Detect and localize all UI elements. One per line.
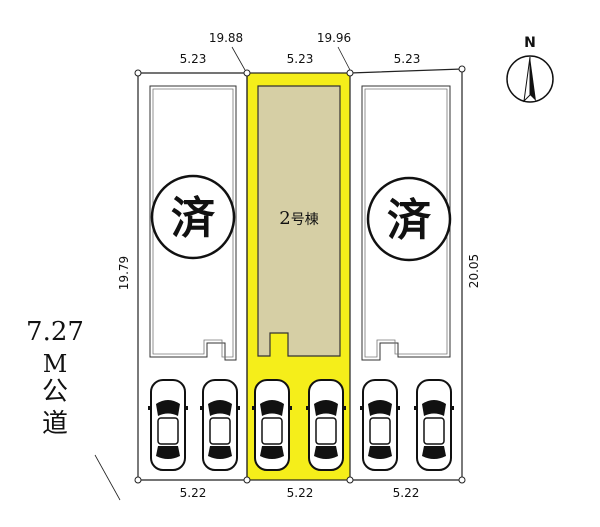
svg-text:M: M [43,350,68,378]
svg-text:7.27: 7.27 [26,317,84,347]
parked-car [414,379,454,471]
lot-2-building-label: 2号棟 [279,208,318,229]
lot-2-bottom-width: 5.22 [287,486,314,500]
lot-3-top-width: 5.23 [394,52,421,66]
lot-3-sold-badge: 済 [366,176,452,262]
svg-text:道: 道 [42,409,68,439]
lot-3-bottom-width: 5.22 [393,486,420,500]
boundary-markers [134,65,466,484]
parked-car [252,379,292,471]
parked-car [306,379,346,471]
depth-leader-b [337,46,351,71]
north-compass: N [506,35,554,103]
parked-car [200,379,240,471]
lot-1-bottom-width: 5.22 [180,486,207,500]
lot-1-sold-badge: 済 [150,174,236,260]
svg-text:公: 公 [42,377,68,407]
parked-car [360,379,400,471]
lot-3-boundary [349,68,463,481]
lot-2-building [257,85,341,357]
svg-text:済: 済 [171,193,216,244]
svg-text:N: N [524,35,536,51]
right-depth: 20.05 [467,254,481,288]
svg-text:済: 済 [387,195,432,246]
road-edge [94,454,121,501]
lot-1-top-width: 5.23 [180,52,207,66]
depth-label-a: 19.88 [209,31,243,45]
depth-label-b: 19.96 [317,31,351,45]
parking-spaces [148,379,454,471]
lot-2-top-width: 5.23 [287,52,314,66]
road-label: 7.27 M 公 道 [26,317,84,439]
depth-leader-a [231,46,246,71]
parked-car [148,379,188,471]
left-depth: 19.79 [117,256,131,290]
